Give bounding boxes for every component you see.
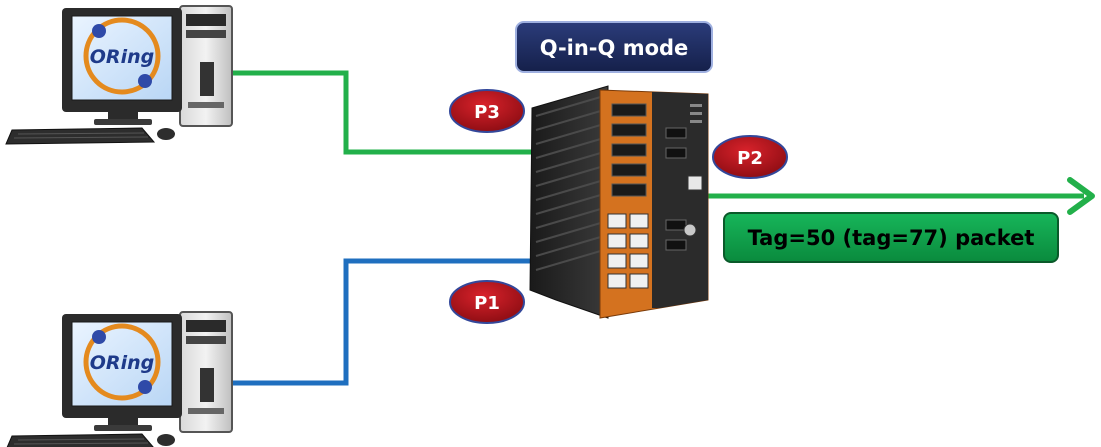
port-label-p2: P2 (737, 148, 763, 169)
port-badge-p3: P3 (449, 89, 525, 133)
computer-bottom: ORing (5, 311, 233, 447)
oring-logo-icon: ORing (83, 323, 161, 401)
computer-logo-text: ORing (90, 46, 154, 68)
green-link-p3 (230, 70, 548, 155)
port-label-p1: P1 (474, 293, 500, 314)
arrow-head-icon (1067, 177, 1095, 215)
port-badge-p2: P2 (712, 135, 788, 179)
packet-label: Tag=50 (tag=77) packet (748, 226, 1035, 250)
mode-label: Q-in-Q mode (540, 36, 689, 60)
mode-label-box: Q-in-Q mode (515, 21, 713, 73)
computer-top: ORing (5, 5, 233, 145)
links (230, 70, 1095, 386)
computer-logo-text: ORing (90, 352, 154, 374)
port-badge-p1: P1 (449, 280, 525, 324)
network-switch (529, 85, 709, 319)
blue-link-p1 (230, 258, 548, 386)
oring-logo-icon: ORing (83, 17, 161, 95)
port-label-p3: P3 (474, 102, 500, 123)
packet-label-box: Tag=50 (tag=77) packet (723, 212, 1059, 263)
